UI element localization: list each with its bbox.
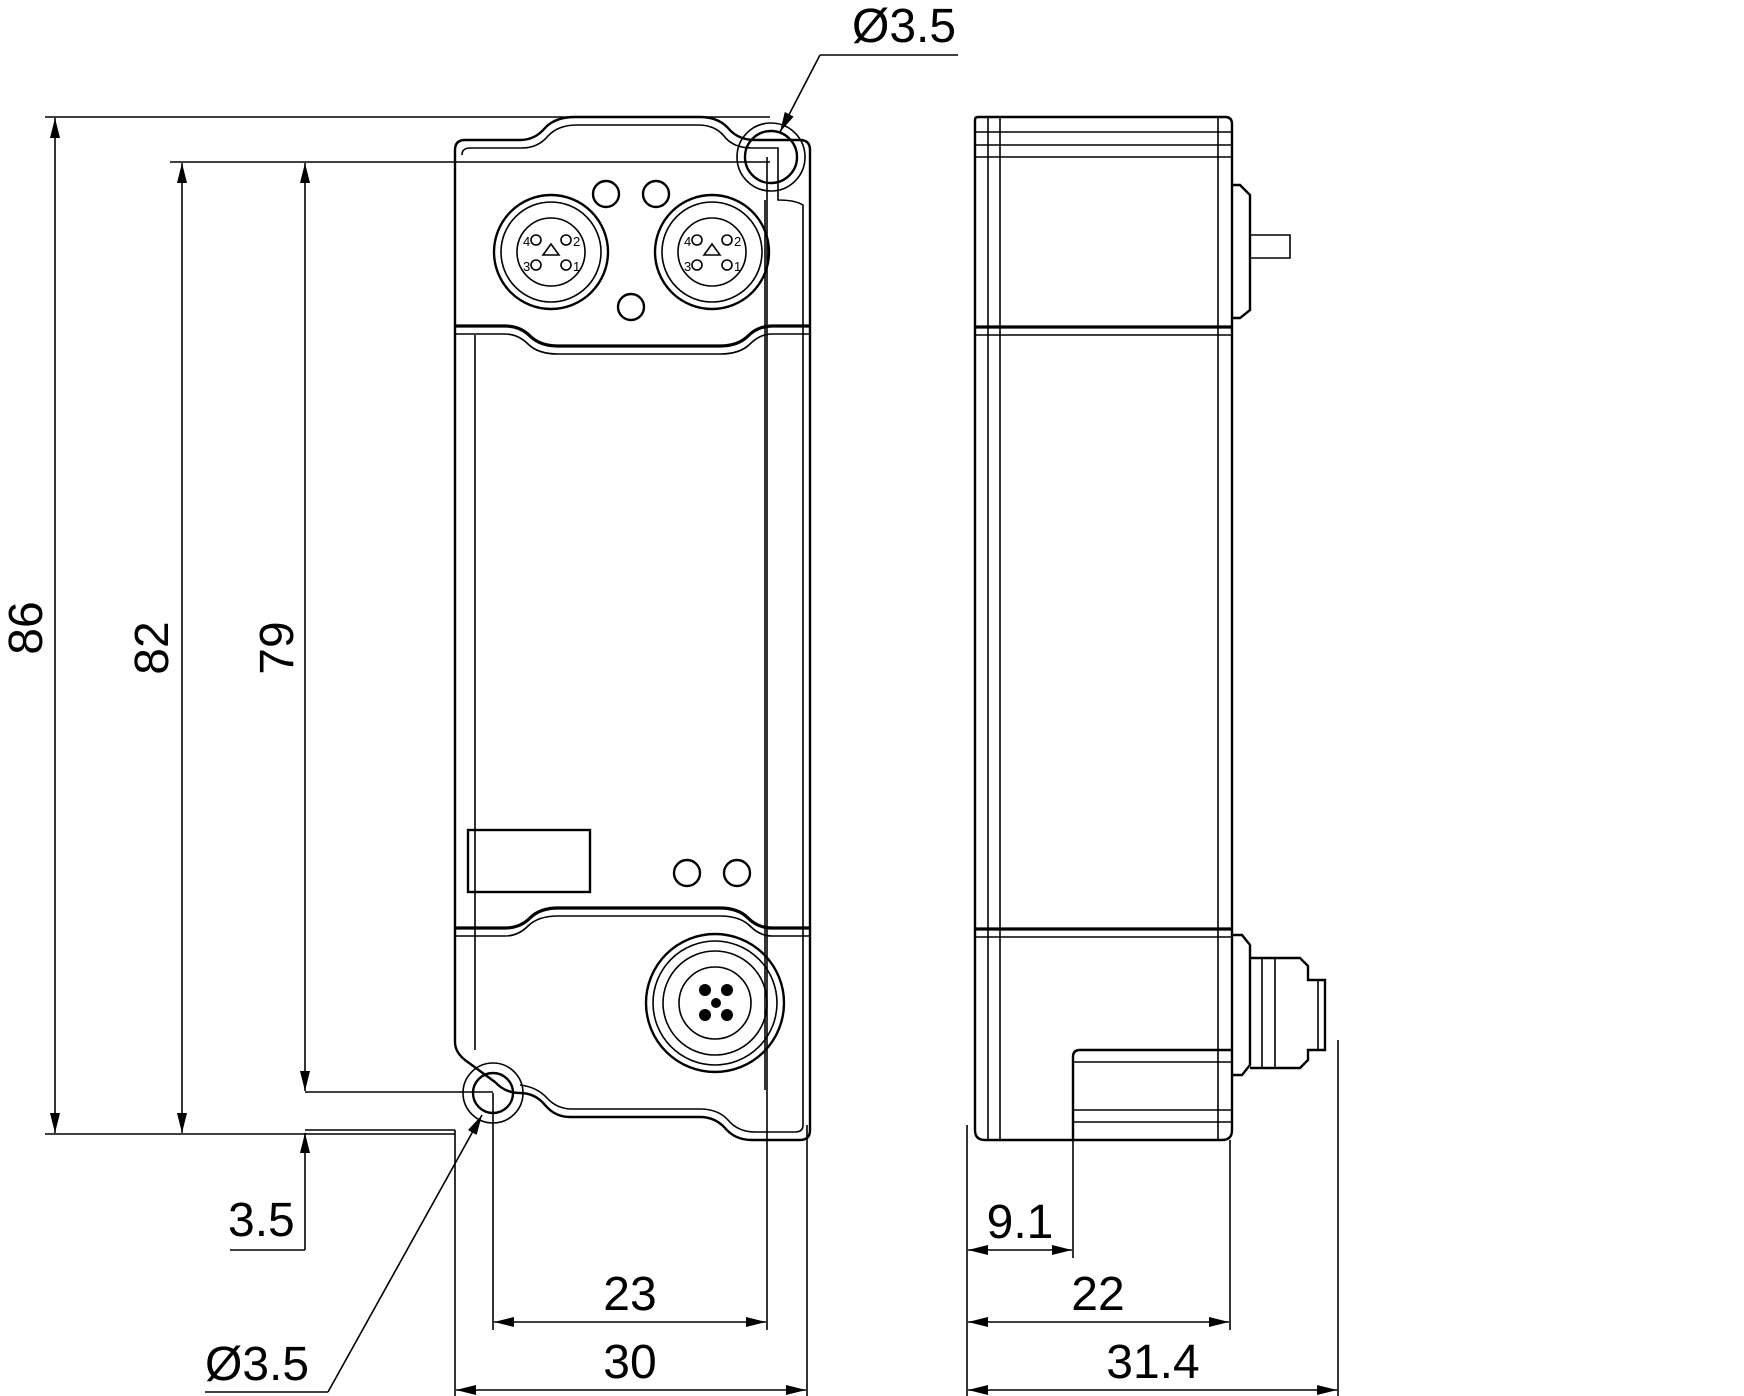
led-indicator — [616, 292, 646, 322]
pin-label: 4 — [684, 234, 691, 249]
dim-bottom-hole: Ø3.5 — [205, 1338, 309, 1391]
dim-top-hole: Ø3.5 — [852, 0, 956, 53]
label-field — [466, 828, 592, 894]
led-indicator — [722, 858, 752, 888]
dim-hole-spacing: 23 — [603, 1268, 656, 1321]
dim-offset-bottom: 3.5 — [228, 1194, 295, 1247]
side-view — [973, 115, 1327, 1142]
dim-height-overall: 86 — [0, 601, 53, 654]
dimensions: 86 82 79 3.5 Ø3.5 Ø3.5 23 30 — [0, 0, 1339, 1396]
dim-height-82: 82 — [126, 621, 179, 674]
led-indicator — [641, 179, 671, 209]
connector-bottom — [644, 932, 786, 1074]
side-top-connector — [1232, 183, 1252, 320]
bottom-separator — [455, 906, 810, 930]
connector-left: 2 1 4 3 — [492, 193, 610, 311]
pin-label: 1 — [573, 259, 580, 274]
top-mounting-boss — [736, 122, 806, 192]
dim-side-depth: 22 — [1071, 1268, 1124, 1321]
front-housing-outline — [453, 115, 812, 1142]
dim-side-total: 31.4 — [1106, 1336, 1199, 1389]
connector-right: 2 1 4 3 — [653, 193, 771, 311]
bottom-separator-inner — [455, 915, 810, 937]
led-indicator — [591, 179, 621, 209]
top-mounting-hole — [743, 129, 799, 185]
pin-label: 2 — [573, 234, 580, 249]
top-separator — [455, 324, 810, 348]
dim-width-front: 30 — [603, 1336, 656, 1389]
front-housing-inner — [461, 124, 804, 1133]
side-housing-outline — [973, 115, 1234, 1142]
side-bottom-connector — [1232, 933, 1252, 1077]
led-indicator — [672, 858, 702, 888]
pin-label: 3 — [523, 259, 530, 274]
dim-side-offset: 9.1 — [987, 1196, 1054, 1249]
pin-label: 3 — [684, 259, 691, 274]
dim-height-79: 79 — [251, 621, 304, 674]
front-view: 2 1 4 3 2 1 4 3 — [453, 115, 812, 1142]
pin-label: 1 — [734, 259, 741, 274]
pin-label: 2 — [734, 234, 741, 249]
side-foot — [1071, 1048, 1232, 1140]
pin-label: 4 — [523, 234, 530, 249]
top-separator-inner — [455, 333, 810, 355]
